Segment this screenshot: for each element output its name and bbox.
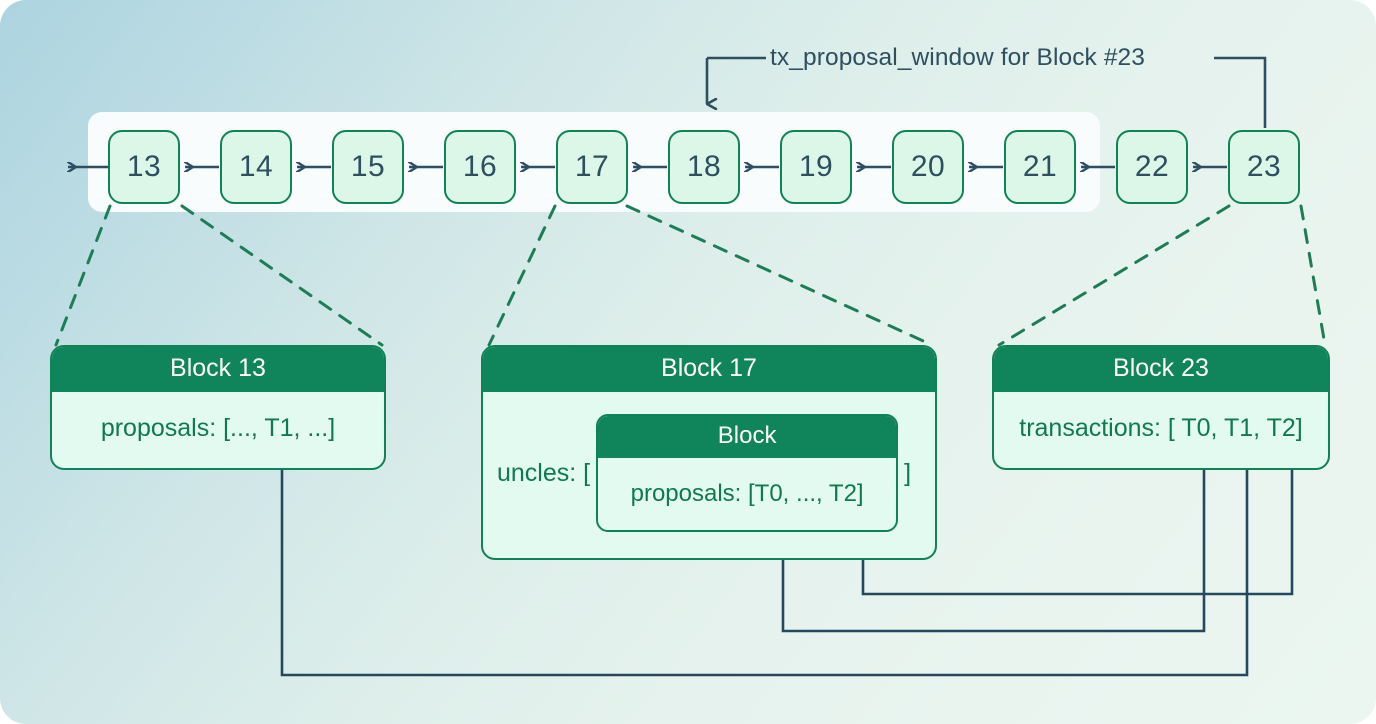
chain-block-18[interactable]: 18 <box>668 130 740 204</box>
dashed-23-left <box>997 204 1231 347</box>
chain-block-22[interactable]: 22 <box>1116 130 1188 204</box>
card-block-17[interactable]: Block 17 uncles: [ Block proposals: [T0,… <box>481 345 937 560</box>
card-block-13[interactable]: Block 13 proposals: [..., T1, ...] <box>50 345 386 470</box>
chain-block-16[interactable]: 16 <box>444 130 516 204</box>
chain-block-13[interactable]: 13 <box>108 130 180 204</box>
card-nested-block-header: Block <box>598 416 897 458</box>
dashed-13-left <box>54 204 112 347</box>
chain-block-15[interactable]: 15 <box>332 130 404 204</box>
dashed-13-right <box>180 204 384 347</box>
uncles-row: uncles: [ Block proposals: [T0, ..., T2]… <box>497 414 935 532</box>
chain-block-20[interactable]: 20 <box>892 130 964 204</box>
card-block-23-body: transactions: [ T0, T1, T2] <box>1019 413 1303 442</box>
chain-block-23[interactable]: 23 <box>1228 130 1300 204</box>
dashed-23-right <box>1299 204 1327 347</box>
chain-block-19[interactable]: 19 <box>780 130 852 204</box>
card-nested-block-body: proposals: [T0, ..., T2] <box>630 480 864 507</box>
uncles-close-label: ] <box>904 458 912 487</box>
card-block-17-header: Block 17 <box>483 347 935 392</box>
card-block-13-body: proposals: [..., T1, ...] <box>100 413 336 442</box>
expansion-dashed-lines <box>54 204 1327 347</box>
dashed-17-left <box>487 204 557 347</box>
chain-block-21[interactable]: 21 <box>1004 130 1076 204</box>
card-block-23-header: Block 23 <box>994 347 1328 392</box>
chain-block-14[interactable]: 14 <box>220 130 292 204</box>
dashed-17-right <box>625 204 934 347</box>
chain-block-17[interactable]: 17 <box>556 130 628 204</box>
card-block-13-header: Block 13 <box>52 347 384 392</box>
card-block-23[interactable]: Block 23 transactions: [ T0, T1, T2] <box>992 345 1330 470</box>
uncles-open-label: uncles: [ <box>497 458 591 487</box>
card-block-17-body: uncles: [ Block proposals: [T0, ..., T2]… <box>483 392 935 554</box>
card-nested-block[interactable]: Block proposals: [T0, ..., T2] <box>596 414 899 532</box>
tx-proposal-window-label: tx_proposal_window for Block #23 <box>770 44 1145 71</box>
